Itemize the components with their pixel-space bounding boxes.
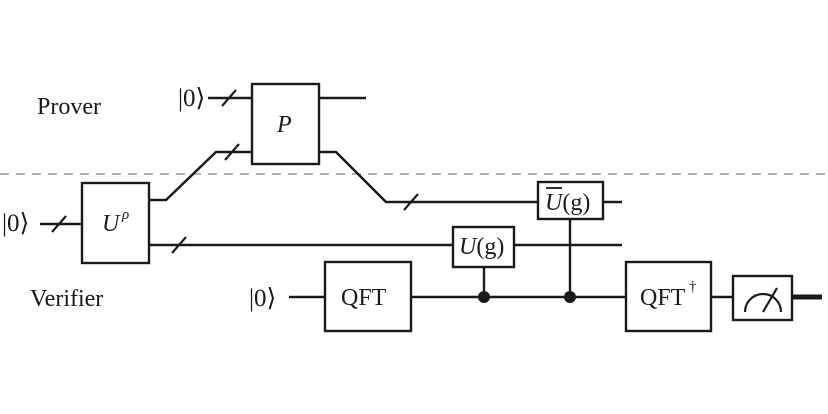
- meter-arc: [743, 292, 783, 313]
- register-slash-returned: [403, 193, 419, 211]
- u-g-gate-label: U(g): [459, 234, 504, 260]
- prover-label: Prover: [37, 94, 101, 120]
- u-bar-g-gate-label: U(g): [545, 190, 590, 216]
- register-slash-kept: [171, 236, 187, 254]
- control-dot-u-g: [478, 291, 490, 303]
- prover-gate-p[interactable]: P: [250, 82, 321, 166]
- register-slash-prover-input: [224, 143, 240, 161]
- qft-gate-label: QFT: [341, 285, 387, 311]
- main-input-ket: |0⟩: [2, 210, 29, 237]
- u-bar-g-gate-arg: (g): [562, 190, 590, 216]
- u-g-gate[interactable]: U(g): [451, 225, 516, 269]
- qft-gate[interactable]: QFT: [323, 260, 413, 333]
- register-to-prover-wire: [149, 150, 252, 202]
- register-slash-prover-ancilla: [221, 89, 237, 107]
- verifier-label: Verifier: [30, 286, 103, 312]
- u-rho-gate[interactable]: U ρ: [80, 181, 151, 265]
- register-slash-main-input: [51, 215, 67, 233]
- u-g-gate-arg: (g): [476, 234, 504, 260]
- meter-needle: [762, 287, 778, 313]
- qft-dagger-gate[interactable]: QFT †: [624, 260, 713, 333]
- u-g-gate-u: U: [459, 234, 478, 260]
- u-bar-g-gate-u: U: [545, 190, 564, 216]
- prover-input-ket: |0⟩: [178, 85, 205, 112]
- qft-dagger-gate-base: QFT: [640, 285, 686, 311]
- u-rho-gate-superscript: ρ: [121, 207, 129, 223]
- prover-return-wire: [319, 150, 538, 204]
- u-rho-gate-base: U: [102, 211, 121, 237]
- measurement-meter-icon[interactable]: [731, 274, 794, 322]
- control-input-ket: |0⟩: [249, 285, 276, 312]
- prover-gate-label: P: [276, 112, 292, 138]
- u-bar-g-gate[interactable]: U(g): [536, 180, 605, 221]
- control-dot-u-bar-g: [564, 291, 576, 303]
- qft-dagger-gate-superscript: †: [689, 279, 697, 295]
